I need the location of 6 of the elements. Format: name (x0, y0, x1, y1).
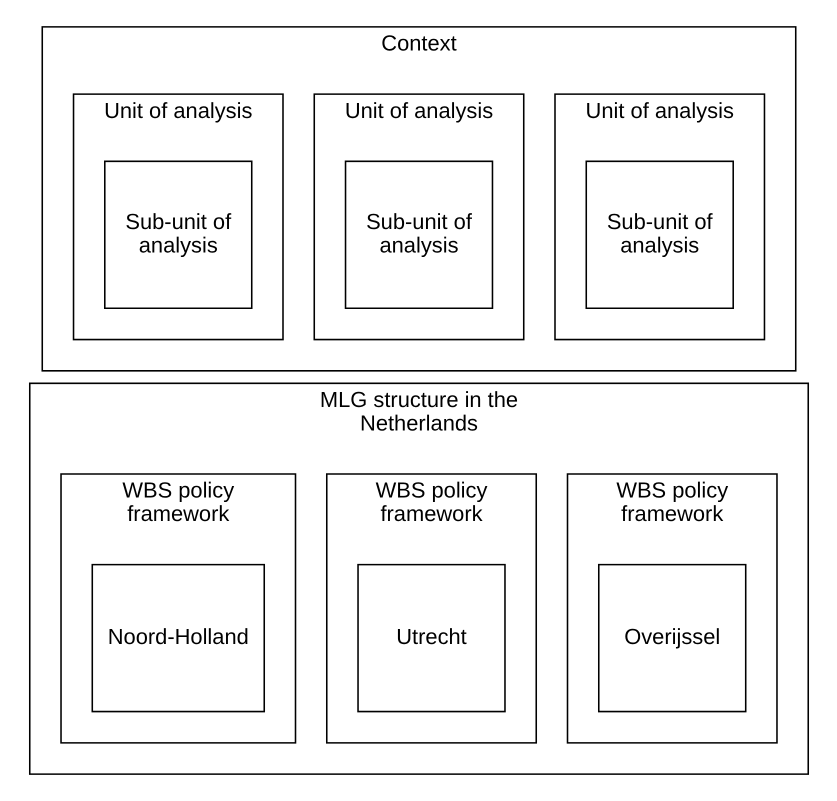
node-box: Sub-unit of analysis (584, 160, 734, 310)
node-box: Noord-Holland (91, 564, 265, 712)
node-box: Sub-unit of analysis (344, 160, 493, 310)
node-box: Sub-unit of analysis (104, 160, 252, 310)
node-box: Overijssel (597, 564, 746, 712)
node-box: Utrecht (356, 564, 506, 712)
